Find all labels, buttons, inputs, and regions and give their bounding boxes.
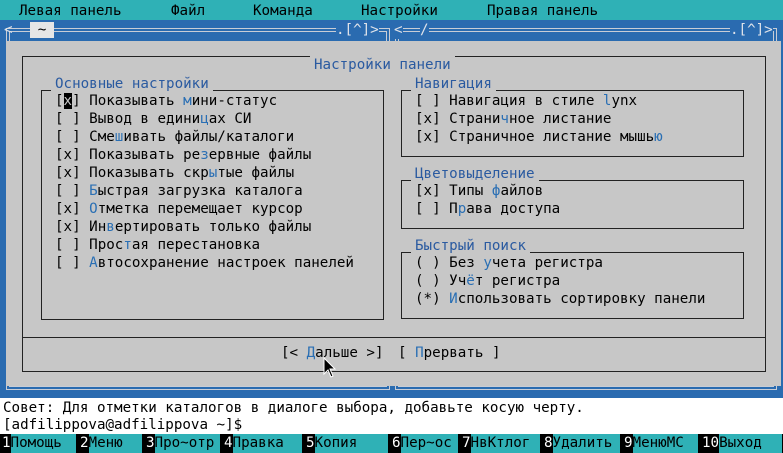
radio-button[interactable]: (*) <box>415 291 441 307</box>
main-settings-option[interactable]: [x] Инвертировать только файлы <box>55 219 312 235</box>
right-panel-path[interactable]: / <box>420 21 429 39</box>
main-settings-option[interactable]: [x] Отметка перемещает курсор <box>55 201 303 217</box>
menu-command[interactable]: Команда <box>253 3 313 19</box>
checkbox[interactable]: [x] <box>415 111 441 127</box>
navigation-option[interactable]: [x] Страничное листание мышью <box>415 129 663 145</box>
abort-button[interactable]: [ Прервать ] <box>398 345 501 361</box>
highlight-option[interactable]: [ ] Права доступа <box>415 201 561 217</box>
highlight-option[interactable]: [x] Типы файлов <box>415 183 544 199</box>
checkbox[interactable]: [ ] <box>415 201 441 217</box>
fkey-5[interactable]: 5Копия <box>304 434 388 453</box>
fkey-7[interactable]: 7НвКтлог <box>460 434 540 453</box>
fkey-2[interactable]: 2Меню <box>78 434 142 453</box>
navigation-option[interactable]: [ ] Навигация в стиле lynx <box>415 93 638 109</box>
fkey-1[interactable]: 1Помощь <box>0 434 76 453</box>
menu-right-panel[interactable]: Правая панель <box>487 3 599 19</box>
quick-search-option[interactable]: ( ) Без учета регистра <box>415 255 603 271</box>
main-settings-option[interactable]: [x] Показывать резервные файлы <box>55 147 312 163</box>
dialog-title: Настройки панели <box>310 56 455 74</box>
left-panel-controls[interactable]: .[^]> <box>336 21 379 39</box>
navigation-group <box>401 90 744 157</box>
fkey-9[interactable]: 9МенюМС <box>622 434 698 453</box>
panel-settings-dialog: Настройки панели Основные настройки Нави… <box>6 41 781 386</box>
buttons-separator <box>22 337 766 338</box>
checkbox[interactable]: [x] <box>415 129 441 145</box>
fkey-3[interactable]: 3Про~отр <box>144 434 220 453</box>
checkbox[interactable]: [x] <box>55 147 81 163</box>
main-settings-option[interactable]: [ ] Вывод в единицах СИ <box>55 111 252 127</box>
menu-left-panel[interactable]: Левая панель <box>19 3 122 19</box>
checkbox[interactable]: [x] <box>55 201 81 217</box>
menu-settings[interactable]: Настройки <box>361 3 438 19</box>
next-button[interactable]: [< Дальше >] <box>281 345 384 361</box>
checkbox[interactable]: [ ] <box>55 129 81 145</box>
checkbox[interactable]: [ ] <box>55 237 81 253</box>
checkbox[interactable]: [x] <box>55 165 81 181</box>
radio-button[interactable]: ( ) <box>415 273 441 289</box>
navigation-option[interactable]: [x] Страничное листание <box>415 111 612 127</box>
highlight-title: Цветовыделение <box>411 165 539 183</box>
fkey-4[interactable]: 4Правка <box>222 434 302 453</box>
hint-line: Совет: Для отметки каталогов в диалоге в… <box>3 400 584 416</box>
main-settings-option[interactable]: [ ] Смешивать файлы/каталоги <box>55 129 295 145</box>
fkey-8[interactable]: 8Удалить <box>542 434 620 453</box>
main-settings-option[interactable]: [x] Показывать мини-статус <box>55 93 278 109</box>
main-settings-title: Основные настройки <box>51 75 213 93</box>
checkbox[interactable]: [ ] <box>55 183 81 199</box>
checkbox[interactable]: [ ] <box>55 255 81 271</box>
right-panel-controls[interactable]: .[^]> <box>730 21 773 39</box>
fkey-10[interactable]: 10Выход <box>700 434 783 453</box>
left-panel-path[interactable]: ~ <box>30 22 54 38</box>
highlight-group <box>401 180 744 229</box>
menu-file[interactable]: Файл <box>171 3 206 19</box>
menu-bar: Левая панель Файл Команда Настройки Прав… <box>0 0 783 20</box>
radio-button[interactable]: ( ) <box>415 255 441 271</box>
main-settings-option[interactable]: [ ] Автосохранение настроек панелей <box>55 255 354 271</box>
shell-prompt[interactable]: [adfilippova@adfilippova ~]$ <box>3 417 243 433</box>
left-panel-corner: < <box>4 22 13 38</box>
quick-search-option[interactable]: (*) Использовать сортировку панели <box>415 291 706 307</box>
right-panel-corner: < <box>394 21 403 39</box>
checkbox[interactable]: [x] <box>55 93 81 109</box>
checkbox[interactable]: [x] <box>415 183 441 199</box>
quick-search-title: Быстрый поиск <box>411 237 531 255</box>
checkbox[interactable]: [ ] <box>55 111 81 127</box>
navigation-title: Навигация <box>411 75 496 93</box>
fkey-6[interactable]: 6Пер~ос <box>390 434 458 453</box>
main-settings-option[interactable]: [ ] Простая перестановка <box>55 237 261 253</box>
quick-search-option[interactable]: ( ) Учёт регистра <box>415 273 561 289</box>
main-settings-option[interactable]: [ ] Быстрая загрузка каталога <box>55 183 303 199</box>
checkbox[interactable]: [ ] <box>415 93 441 109</box>
quick-search-group <box>401 252 744 319</box>
mouse-pointer-icon <box>323 357 337 378</box>
checkbox[interactable]: [x] <box>55 219 81 235</box>
main-settings-option[interactable]: [x] Показывать скрытые файлы <box>55 165 295 181</box>
